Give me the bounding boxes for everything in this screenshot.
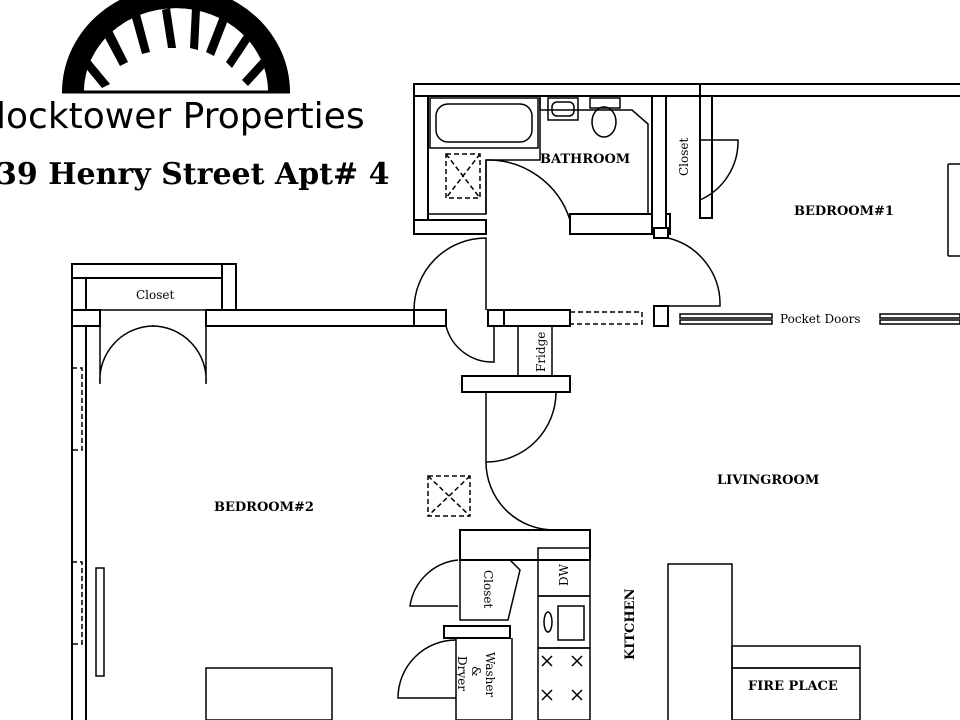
hallway-walls	[413, 227, 669, 327]
hall-door-left	[413, 237, 487, 311]
washer-label-2: &	[469, 666, 483, 677]
closet-label-bedroom2: Closet	[136, 288, 175, 302]
bathroom-vent	[445, 153, 481, 199]
closet-label-bedroom1: Closet	[677, 137, 691, 176]
livingroom-label: LIVINGROOM	[717, 473, 819, 488]
bedroom2-door	[485, 391, 557, 531]
bedroom1-label: BEDROOM#1	[794, 204, 894, 219]
hall-door-lower	[445, 325, 495, 363]
closet-label-hall: Closet	[481, 570, 495, 609]
bathroom-door	[485, 159, 571, 221]
bedroom2-closet	[85, 277, 223, 311]
property-address: 39 Henry Street Apt# 4	[0, 157, 390, 192]
clocktower-logo	[62, 0, 290, 94]
bedroom2-closet-doors	[99, 325, 207, 385]
pocket-doors	[569, 311, 960, 325]
hall-closet-door	[409, 559, 459, 607]
bedroom1-door	[667, 237, 721, 307]
kitchen-label: KITCHEN	[623, 588, 638, 660]
bedroom1-closet-door	[699, 139, 739, 201]
pocket-doors-label: Pocket Doors	[780, 312, 861, 326]
fridge	[461, 325, 571, 393]
bathroom-label: BATHROOM	[540, 152, 630, 167]
washer-label-1: Washer	[483, 652, 497, 697]
bedroom2-label: BEDROOM#2	[214, 500, 314, 515]
bedroom2-windows	[71, 367, 105, 677]
bedroom2-walls	[71, 263, 415, 720]
bathtub	[429, 97, 539, 149]
stove	[541, 655, 583, 701]
bathroom-walls	[413, 83, 960, 235]
toilet	[589, 97, 621, 138]
fireplace	[731, 645, 861, 720]
company-name: locktower Properties	[0, 96, 365, 137]
utility-block	[443, 529, 591, 720]
washer-door	[397, 639, 457, 699]
washer-label-3: Dryer	[455, 656, 469, 691]
chimney-column	[667, 563, 733, 720]
fireplace-label: FIRE PLACE	[748, 679, 838, 694]
dishwasher-label: DW	[557, 563, 571, 586]
kitchen-sink	[543, 605, 585, 641]
bedroom2-vent	[427, 475, 471, 517]
bedroom2-bench	[205, 667, 333, 720]
fridge-label: Fridge	[534, 332, 548, 372]
bathroom-sink	[547, 97, 579, 121]
